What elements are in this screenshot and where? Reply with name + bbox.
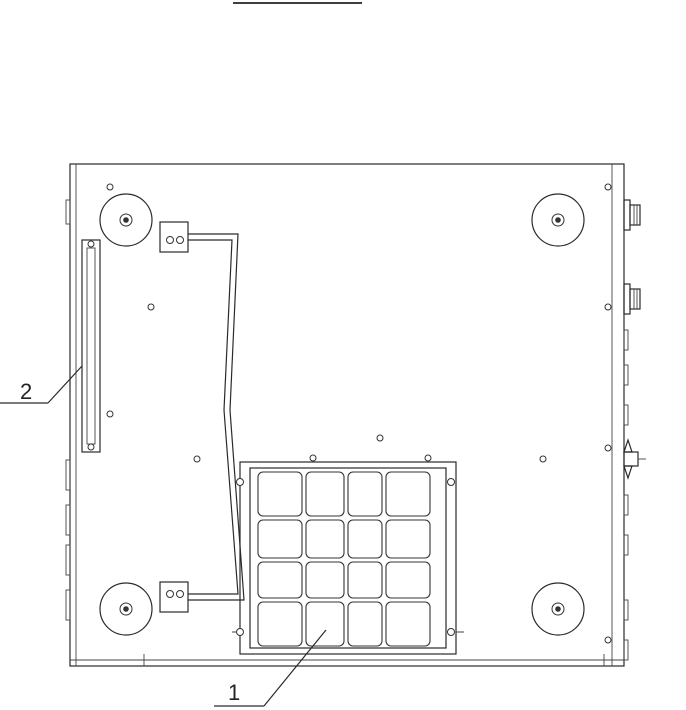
right-connectors [624,200,646,660]
foot-bottom-right [532,583,584,635]
callout-1-label: 1 [228,680,240,705]
foot-top-left [100,194,152,246]
foot-top-right [532,194,584,246]
card-slot-bracket [82,240,100,452]
vent-filter [232,462,464,654]
foot-bottom-left [100,583,152,635]
handle [160,222,244,612]
callout-2-label: 2 [20,379,32,404]
